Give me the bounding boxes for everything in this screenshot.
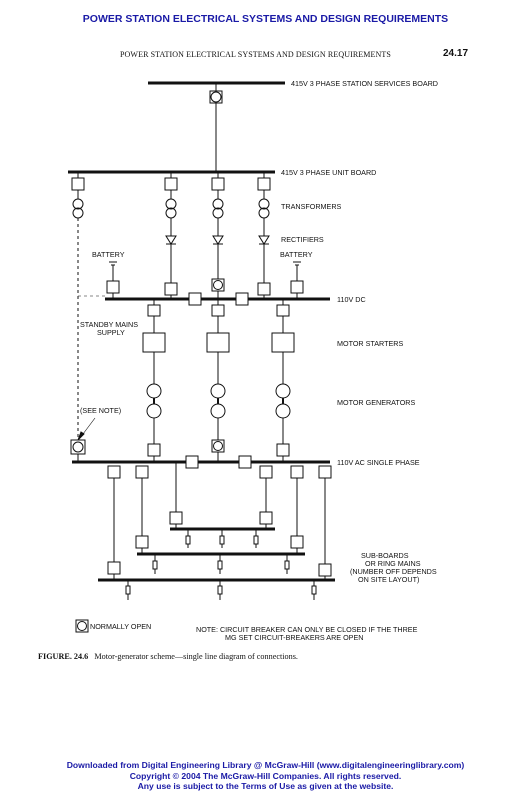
label-motor-starters: MOTOR STARTERS bbox=[337, 339, 403, 348]
label-subboards-2: OR RING MAINS bbox=[365, 559, 421, 568]
label-subboards-3: (NUMBER OFF DEPENDS bbox=[350, 567, 437, 576]
label-note-1: NOTE: CIRCUIT BREAKER CAN ONLY BE CLOSED… bbox=[196, 625, 418, 634]
label-see-note: (SEE NOTE) bbox=[80, 406, 121, 415]
label-standby-1: STANDBY MAINS bbox=[80, 320, 138, 329]
dc-section-breaker-1 bbox=[188, 292, 202, 306]
label-note-2: MG SET CIRCUIT-BREAKERS ARE OPEN bbox=[225, 633, 363, 642]
label-dc-bus: 110V DC bbox=[337, 295, 366, 304]
label-battery-right: BATTERY bbox=[280, 250, 313, 259]
rectifier-chain-2 bbox=[211, 172, 225, 299]
label-transformers: TRANSFORMERS bbox=[281, 202, 342, 211]
footer-line-2: Copyright © 2004 The McGraw-Hill Compani… bbox=[129, 770, 402, 781]
battery-left-symbol bbox=[106, 261, 120, 299]
download-banner: POWER STATION ELECTRICAL SYSTEMS AND DES… bbox=[82, 13, 449, 25]
label-standby-2: SUPPLY bbox=[97, 328, 125, 337]
label-motor-generators: MOTOR GENERATORS bbox=[337, 398, 415, 407]
label-station-board: 415V 3 PHASE STATION SERVICES BOARD bbox=[291, 79, 438, 88]
running-head: POWER STATION ELECTRICAL SYSTEMS AND DES… bbox=[120, 50, 391, 59]
footer-line-3: Any use is subject to the Terms of Use a… bbox=[137, 781, 394, 791]
motor-starter-1 bbox=[142, 332, 166, 353]
label-unit-board: 415V 3 PHASE UNIT BOARD bbox=[281, 168, 376, 177]
rectifier-chain-3 bbox=[257, 172, 271, 299]
ac-section-breaker-1 bbox=[185, 455, 199, 469]
label-rectifiers: RECTIFIERS bbox=[281, 235, 324, 244]
page-number: 24.17 bbox=[443, 48, 469, 59]
figure-number: FIGURE. 24.6 bbox=[38, 652, 89, 661]
figure-caption: FIGURE. 24.6 Motor-generator scheme—sing… bbox=[38, 652, 498, 661]
footer-line-1: Downloaded from Digital Engineering Libr… bbox=[66, 760, 465, 770]
label-subboards-4: ON SITE LAYOUT) bbox=[358, 575, 419, 584]
battery-right-symbol bbox=[290, 261, 304, 299]
station-incomer-breaker bbox=[209, 90, 223, 104]
ac-section-breaker-2 bbox=[238, 455, 252, 469]
label-legend: NORMALLY OPEN bbox=[90, 622, 151, 631]
mg-chain-1 bbox=[142, 299, 166, 462]
label-ac-bus: 110V AC SINGLE PHASE bbox=[337, 458, 420, 467]
dc-section-breaker-2 bbox=[235, 292, 249, 306]
motor-starter-2 bbox=[206, 332, 230, 353]
mg-chain-3 bbox=[271, 299, 295, 462]
figure-caption-text: Motor-generator scheme—single line diagr… bbox=[94, 652, 298, 661]
standby-breaker bbox=[71, 177, 85, 191]
motor-starter-3 bbox=[271, 332, 295, 353]
standby-transformer bbox=[72, 198, 84, 210]
label-battery-left: BATTERY bbox=[92, 250, 125, 259]
label-subboards-1: SUB-BOARDS bbox=[361, 551, 409, 560]
rectifier-chain-1 bbox=[164, 172, 178, 299]
mg-chain-2 bbox=[206, 299, 230, 462]
download-footer: Downloaded from Digital Engineering Libr… bbox=[0, 760, 531, 792]
